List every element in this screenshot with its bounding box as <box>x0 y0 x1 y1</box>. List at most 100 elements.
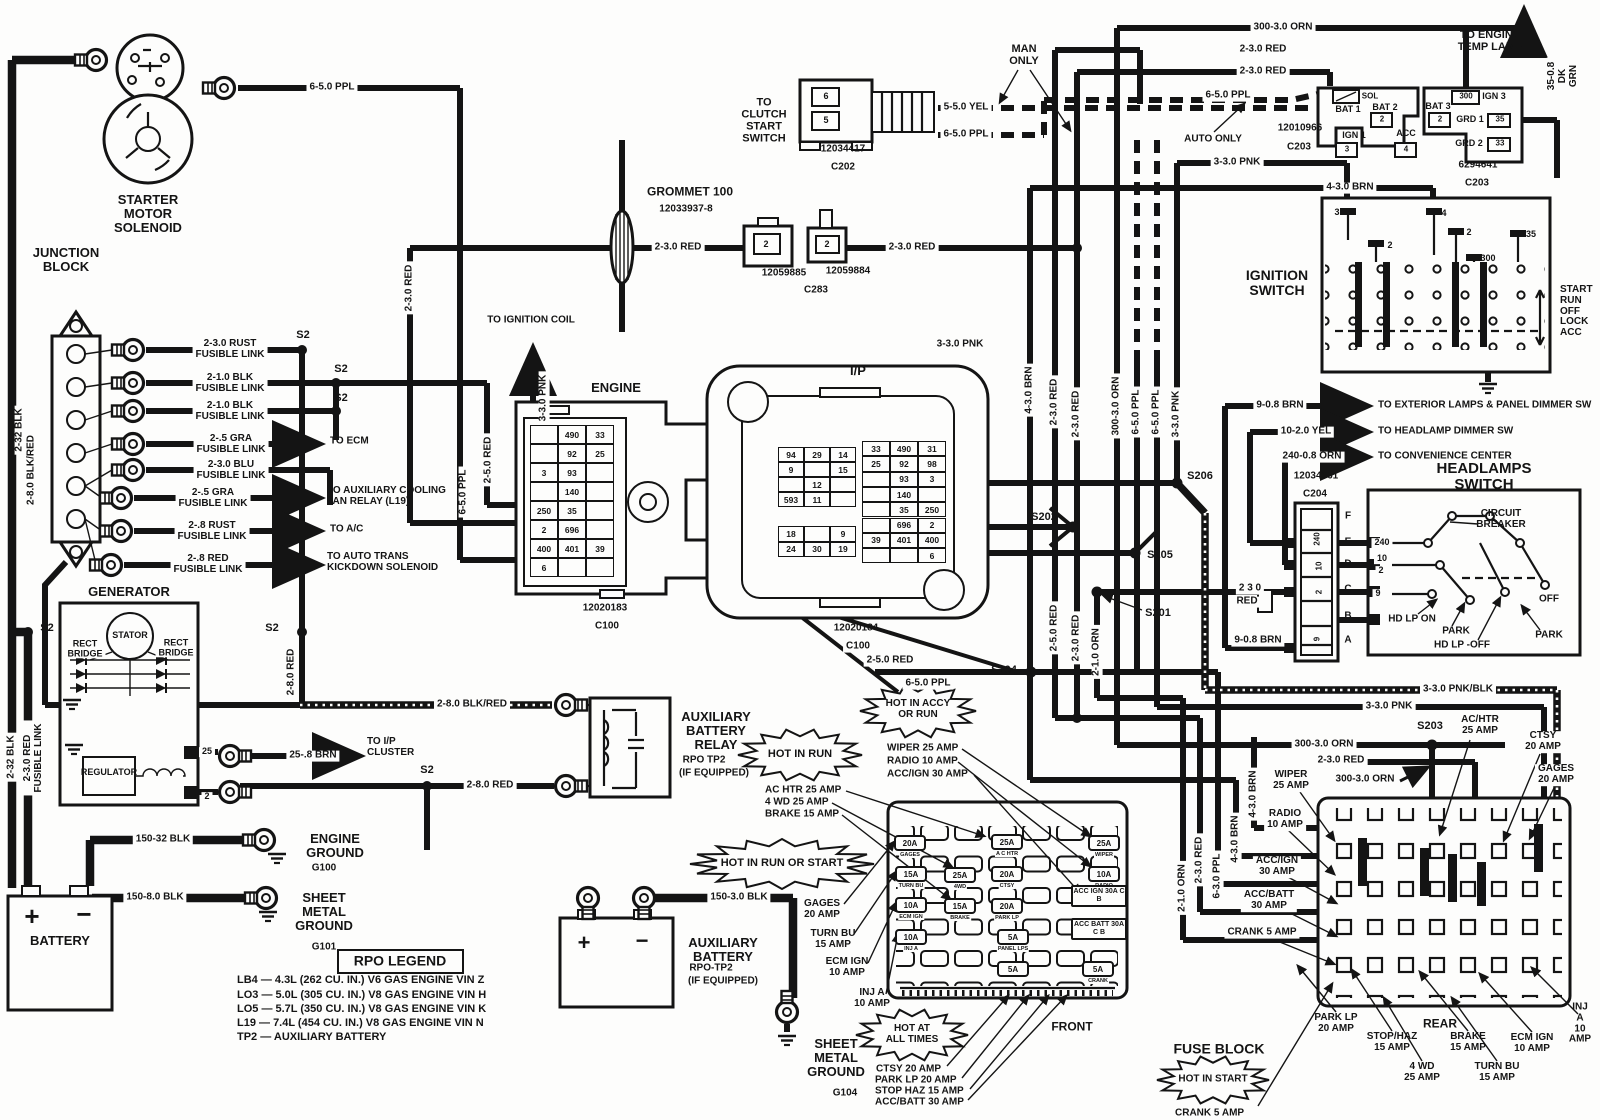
label-12010966: 12010966 <box>1277 122 1323 134</box>
label-240: 240 <box>1312 532 1322 546</box>
hot-in-run-or-start-burst <box>689 837 875 891</box>
label-4: 4 <box>1403 144 1409 154</box>
label-to-exterior-lamps-panel-dimmer-sw: TO EXTERIOR LAMPS & PANEL DIMMER SW <box>1378 399 1592 411</box>
label-man-only: MAN ONLY <box>1009 43 1039 67</box>
circuit-breaker-acc-ign-30a-c-b: ACC IGN 30A C B <box>1071 885 1127 907</box>
engine-connector-grid-cell: 93 <box>558 463 586 482</box>
ip-connector-grid-right-cell: 25 <box>862 456 890 472</box>
orn-arrow <box>1399 765 1432 789</box>
label-2-1-0-orn: 2-1.0 ORN <box>1091 625 1103 679</box>
label-d: D <box>1344 558 1352 570</box>
label-radio-10-amp: RADIO 10 AMP <box>1264 808 1306 831</box>
label-4-3-0-brn: 4-3.0 BRN <box>1248 767 1260 821</box>
label-s204: S204 <box>991 664 1017 677</box>
label-to-convenience-center: TO CONVENIENCE CENTER <box>1378 450 1512 462</box>
engine-connector-grid-cell <box>586 558 614 577</box>
ip-connector-grid-right-cell: 2 <box>918 517 946 533</box>
label-10: 10 <box>1314 561 1324 571</box>
label-s202: S202 <box>1031 511 1057 524</box>
label-3: 3 <box>1344 144 1350 154</box>
label-fuse-block: FUSE BLOCK <box>1173 1040 1265 1057</box>
label-6-5-0-ppl: 6-5.0 PPL <box>458 466 470 518</box>
label-4-wd-25-amp: 4 WD 25 AMP <box>1404 1061 1440 1083</box>
ip-connector-grid-left-cell <box>830 477 856 492</box>
label-2: 2 <box>201 791 213 802</box>
label-sol: SOL <box>1361 91 1379 101</box>
ip-connector-grid-right-cell <box>862 471 890 487</box>
label-acc-ign-30-amp: ACC/IGN 30 AMP <box>1252 855 1302 878</box>
ip-connector-grid-lowleft-cell: 9 <box>830 526 856 542</box>
fuse-4wd: 25A <box>944 867 976 883</box>
ignition-connectors-c203 <box>1316 86 1524 164</box>
label-240: 240 <box>1371 537 1393 548</box>
hot-in-run-burst <box>737 728 863 782</box>
label-hd-lp-off: HD LP -OFF <box>1434 639 1490 651</box>
label-6-5-0-ppl: 6-5.0 PPL <box>902 678 954 690</box>
label-2: 2 <box>824 239 830 250</box>
hot-in-start-burst <box>1156 1055 1270 1105</box>
fuse-name: ECM IGN <box>898 914 924 920</box>
ignition-ground-icon <box>1477 382 1499 395</box>
label-to-i-p-cluster: TO I/P CLUSTER <box>367 736 415 758</box>
label-inj-a-10-amp: INJ A 10 AMP <box>854 987 890 1009</box>
label-b: B <box>1344 610 1352 622</box>
circuit-breaker-acc-batt-30a-c-b: ACC BATT 30A C B <box>1071 918 1127 940</box>
label-2: 2 <box>1379 114 1385 124</box>
label-35-0-8-dk-grn: 35-0.8 DK GRN <box>1546 57 1580 95</box>
fuse-name: TURN BU <box>897 883 925 889</box>
label-300-3-0-orn: 300-3.0 ORN <box>1111 373 1123 439</box>
label-park: PARK <box>1442 625 1470 637</box>
label-2: 2 <box>1387 240 1393 251</box>
label-battery: BATTERY <box>30 932 90 948</box>
label-junction-block: JUNCTION BLOCK <box>32 244 100 274</box>
fuse-panel-lps: 5A <box>997 929 1029 945</box>
ip-connector-grid-right-cell: 98 <box>918 456 946 472</box>
ignition-switch <box>1320 196 1552 374</box>
label-hot-in-run: HOT IN RUN <box>767 748 833 761</box>
label-300: 300 <box>1480 253 1496 264</box>
label-2-5-0-red: 2-5.0 RED <box>483 433 495 487</box>
label-ign-1: IGN 1 <box>1342 130 1366 141</box>
sheet-metal-ground-icon <box>257 910 279 923</box>
fuse-slot: 5A <box>997 961 1029 977</box>
label-turn-bu-15-amp: TURN BU 15 AMP <box>1474 1061 1520 1083</box>
fuse-name: PANEL LPS <box>996 946 1030 952</box>
label-headlamps-switch: HEADLAMPS SWITCH <box>1436 459 1532 493</box>
engine-connector-grid-cell: 33 <box>586 425 614 444</box>
label-to-auxiliary-cooling-fan-relay-l19: TO AUXILIARY COOLING FAN RELAY (L19) <box>327 485 446 507</box>
label-4-3-0-brn: 4-3.0 BRN <box>1024 363 1036 417</box>
clutch-start-connector-c202 <box>798 78 935 151</box>
label-2-8-0-red: 2-8.0 RED <box>463 780 517 792</box>
label-acc-batt-30-amp: ACC/BATT 30 AMP <box>1240 889 1298 912</box>
ip-connector-grid-right-cell: 250 <box>918 502 946 518</box>
engine-connector-grid-cell <box>558 558 586 577</box>
label-lb4-4-3l-262-cu-in-v6-gas-engine-vin: LB4 — 4.3L (262 CU. IN.) V6 GAS ENGINE V… <box>237 974 485 987</box>
fuse-name: PARK LP <box>994 915 1020 921</box>
label-4-wd-25-amp: 4 WD 25 AMP <box>765 796 829 808</box>
label-hd-lp-on: HD LP ON <box>1388 613 1436 625</box>
label-gages-20-amp: GAGES 20 AMP <box>803 898 841 920</box>
ip-connector-grid-right-cell <box>862 548 890 564</box>
label-3-3-0-pnk: 3-3.0 PNK <box>1171 387 1183 441</box>
dashed-wires <box>938 91 1319 353</box>
pointer-lines <box>831 69 1579 1107</box>
connector-c204 <box>1257 501 1340 663</box>
label-2-8-0-blk-red: 2-8.0 BLK/RED <box>433 699 511 711</box>
ip-connector-grid-left-cell <box>778 477 804 492</box>
label-to-ecm: TO ECM <box>330 435 369 447</box>
label-acc: ACC <box>1396 128 1416 139</box>
ip-connector-grid-right-cell <box>890 548 918 564</box>
fuse-ctsy: 20A <box>991 866 1023 882</box>
label-ctsy-20-amp: CTSY 20 AMP <box>1522 730 1564 753</box>
label-2: 2 <box>1466 227 1472 238</box>
engine-connector-grid-cell: 35 <box>558 501 586 520</box>
label-g104: G104 <box>832 1087 858 1099</box>
label-rpo-tp2: RPO-TP2 <box>689 962 733 974</box>
label-brake-15-amp: BRAKE 15 AMP <box>1450 1031 1486 1053</box>
wire-to-engine-temp-lamp <box>1455 4 1548 58</box>
fuse-name: CTSY <box>998 883 1016 889</box>
label-2-5-0-red: 2-5.0 RED <box>863 655 917 667</box>
label-park-lp-20-amp: PARK LP 20 AMP <box>1314 1012 1358 1034</box>
label-2-3-0-red: 2-3.0 RED <box>1236 44 1290 56</box>
engine-ground-icon <box>266 852 288 865</box>
